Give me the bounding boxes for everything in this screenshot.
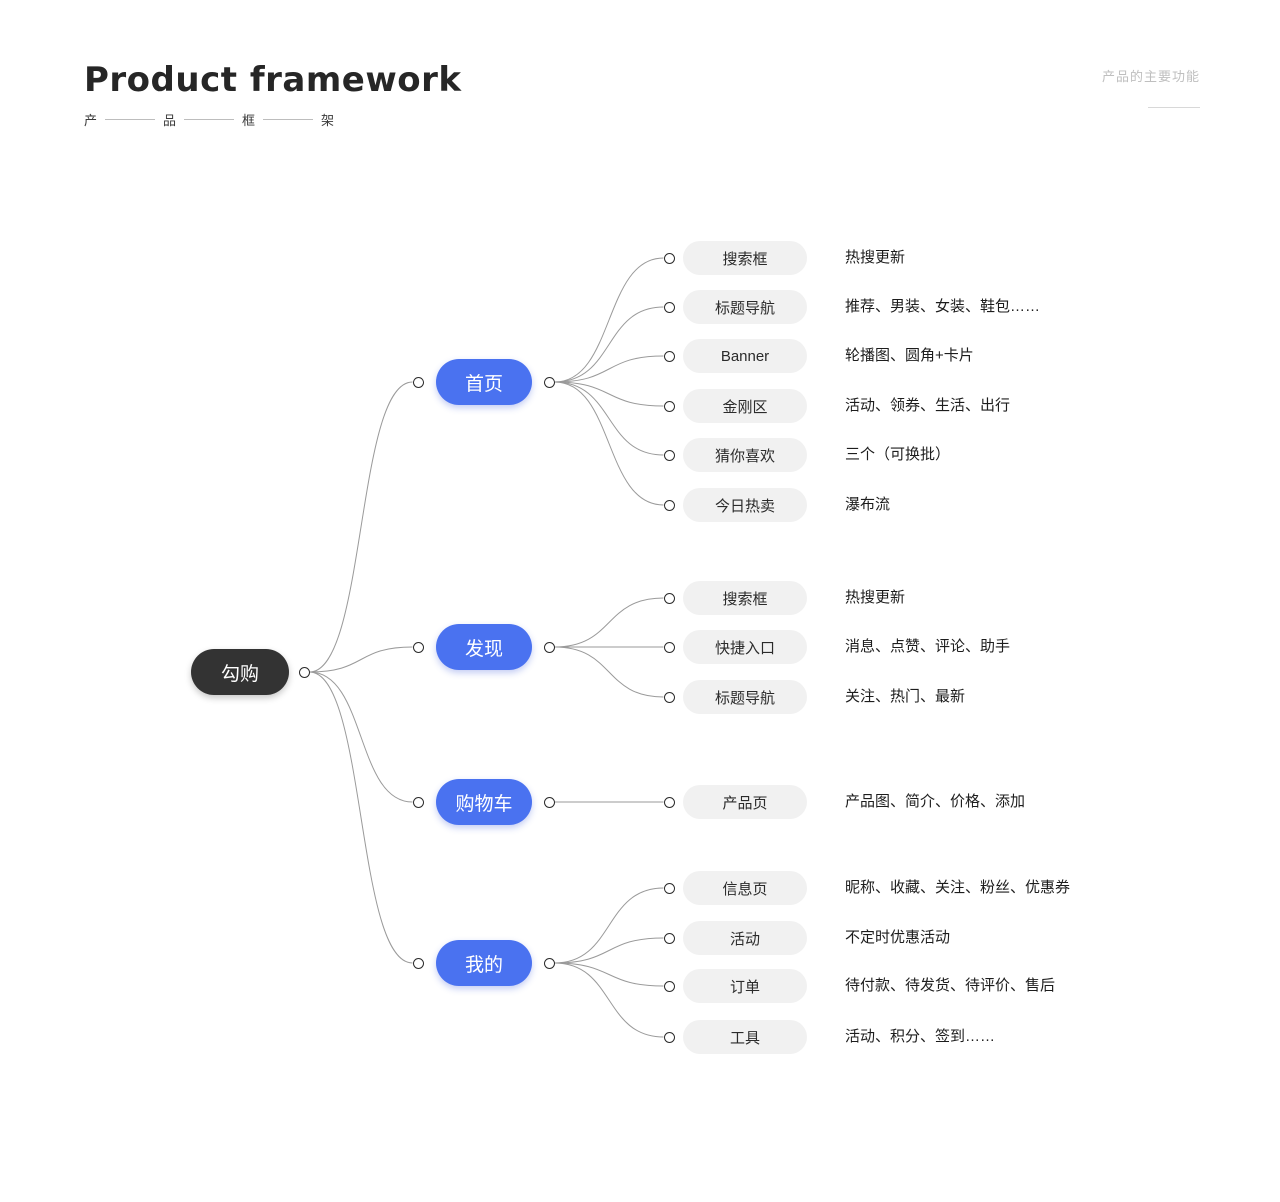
subtitle-char-1: 产: [84, 113, 98, 128]
branch-node-3[interactable]: 我的: [436, 940, 532, 986]
leaf-node-0-4[interactable]: 猜你喜欢: [683, 438, 807, 472]
leaf-desc-2-0: 产品图、简介、价格、添加: [845, 793, 1026, 810]
root-node[interactable]: 勾购: [191, 649, 289, 695]
edge-branch-0-leaf-0: [554, 257, 664, 383]
edge-root-to-branch-1: [309, 646, 413, 673]
leaf-desc-3-0: 昵称、收藏、关注、粉丝、优惠券: [845, 879, 1071, 896]
edge-branch-3-leaf-3: [554, 962, 664, 1038]
edge-branch-0-leaf-3: [554, 381, 664, 407]
leaf-node-3-0[interactable]: 信息页: [683, 871, 807, 905]
branch-node-1[interactable]: 发现: [436, 624, 532, 670]
leaf-node-1-0[interactable]: 搜索框: [683, 581, 807, 615]
leaf-desc-1-0: 热搜更新: [845, 589, 906, 606]
leaf-dot-3-1[interactable]: [663, 932, 675, 944]
leaf-desc-0-2: 轮播图、圆角+卡片: [845, 347, 974, 364]
edge-branch-0-leaf-5: [554, 381, 664, 506]
leaf-node-3-1[interactable]: 活动: [683, 921, 807, 955]
branch-hub-dot-3[interactable]: [543, 957, 555, 969]
leaf-dot-0-3[interactable]: [663, 400, 675, 412]
leaf-dot-1-1[interactable]: [663, 641, 675, 653]
leaf-desc-0-4: 三个（可换批）: [845, 446, 951, 463]
branch-dot-0[interactable]: [412, 376, 424, 388]
leaf-dot-0-0[interactable]: [663, 252, 675, 264]
subtitle-char-4: 架: [321, 113, 335, 128]
subtitle-rule-1: [105, 119, 156, 120]
leaf-desc-0-3: 活动、领券、生活、出行: [845, 397, 1011, 414]
subtitle-char-3: 框: [242, 113, 256, 128]
leaf-node-0-3[interactable]: 金刚区: [683, 389, 807, 423]
leaf-dot-3-3[interactable]: [663, 1031, 675, 1043]
leaf-node-0-1[interactable]: 标题导航: [683, 290, 807, 324]
header-right-rule: [1148, 107, 1200, 108]
branch-node-0[interactable]: 首页: [436, 359, 532, 405]
leaf-desc-3-2: 待付款、待发货、待评价、售后: [845, 977, 1056, 994]
branch-node-2[interactable]: 购物车: [436, 779, 532, 825]
subtitle-char-2: 品: [163, 113, 177, 128]
leaf-node-3-3[interactable]: 工具: [683, 1020, 807, 1054]
leaf-desc-3-1: 不定时优惠活动: [845, 929, 951, 946]
edge-branch-0-leaf-2: [554, 355, 664, 383]
edge-branch-1-leaf-2: [554, 646, 664, 698]
branch-hub-dot-1[interactable]: [543, 641, 555, 653]
header-right-text: 产品的主要功能: [1101, 69, 1200, 84]
edge-branch-0-leaf-4: [554, 381, 664, 456]
leaf-dot-1-2[interactable]: [663, 691, 675, 703]
branch-dot-1[interactable]: [412, 641, 424, 653]
branch-hub-dot-0[interactable]: [543, 376, 555, 388]
leaf-dot-0-4[interactable]: [663, 449, 675, 461]
leaf-desc-0-5: 瀑布流: [845, 496, 891, 513]
page-header: Product framework 产 品 框 架 产品的主要功能: [0, 0, 1280, 150]
header-right-label: 产品的主要功能: [1102, 66, 1200, 108]
root-hub-dot[interactable]: [298, 666, 310, 678]
edge-root-to-branch-3: [309, 671, 413, 964]
edge-branch-3-leaf-0: [554, 887, 664, 964]
leaf-node-1-2[interactable]: 标题导航: [683, 680, 807, 714]
edge-root-to-branch-0: [309, 381, 413, 673]
subtitle-rule-3: [263, 119, 314, 120]
leaf-dot-0-1[interactable]: [663, 301, 675, 313]
edge-branch-3-leaf-2: [554, 962, 664, 987]
branch-dot-2[interactable]: [412, 796, 424, 808]
leaf-desc-1-1: 消息、点赞、评论、助手: [845, 638, 1011, 655]
branch-hub-dot-2[interactable]: [543, 796, 555, 808]
leaf-desc-0-1: 推荐、男装、女装、鞋包……: [845, 298, 1041, 315]
leaf-dot-0-5[interactable]: [663, 499, 675, 511]
edge-branch-0-leaf-1: [554, 306, 664, 383]
page-subtitle: 产 品 框 架: [84, 110, 334, 129]
page-title: Product framework: [84, 60, 462, 100]
subtitle-rule-2: [184, 119, 235, 120]
leaf-node-2-0[interactable]: 产品页: [683, 785, 807, 819]
leaf-dot-3-0[interactable]: [663, 882, 675, 894]
leaf-desc-3-3: 活动、积分、签到……: [845, 1028, 996, 1045]
leaf-node-0-5[interactable]: 今日热卖: [683, 488, 807, 522]
leaf-node-0-0[interactable]: 搜索框: [683, 241, 807, 275]
leaf-node-0-2[interactable]: Banner: [683, 339, 807, 373]
edge-branch-1-leaf-0: [554, 597, 664, 648]
leaf-desc-0-0: 热搜更新: [845, 249, 906, 266]
branch-dot-3[interactable]: [412, 957, 424, 969]
leaf-dot-1-0[interactable]: [663, 592, 675, 604]
leaf-node-3-2[interactable]: 订单: [683, 969, 807, 1003]
leaf-dot-3-2[interactable]: [663, 980, 675, 992]
leaf-dot-2-0[interactable]: [663, 796, 675, 808]
leaf-dot-0-2[interactable]: [663, 350, 675, 362]
leaf-desc-1-2: 关注、热门、最新: [845, 688, 966, 705]
edge-root-to-branch-2: [309, 671, 413, 803]
edge-branch-3-leaf-1: [554, 937, 664, 964]
leaf-node-1-1[interactable]: 快捷入口: [683, 630, 807, 664]
